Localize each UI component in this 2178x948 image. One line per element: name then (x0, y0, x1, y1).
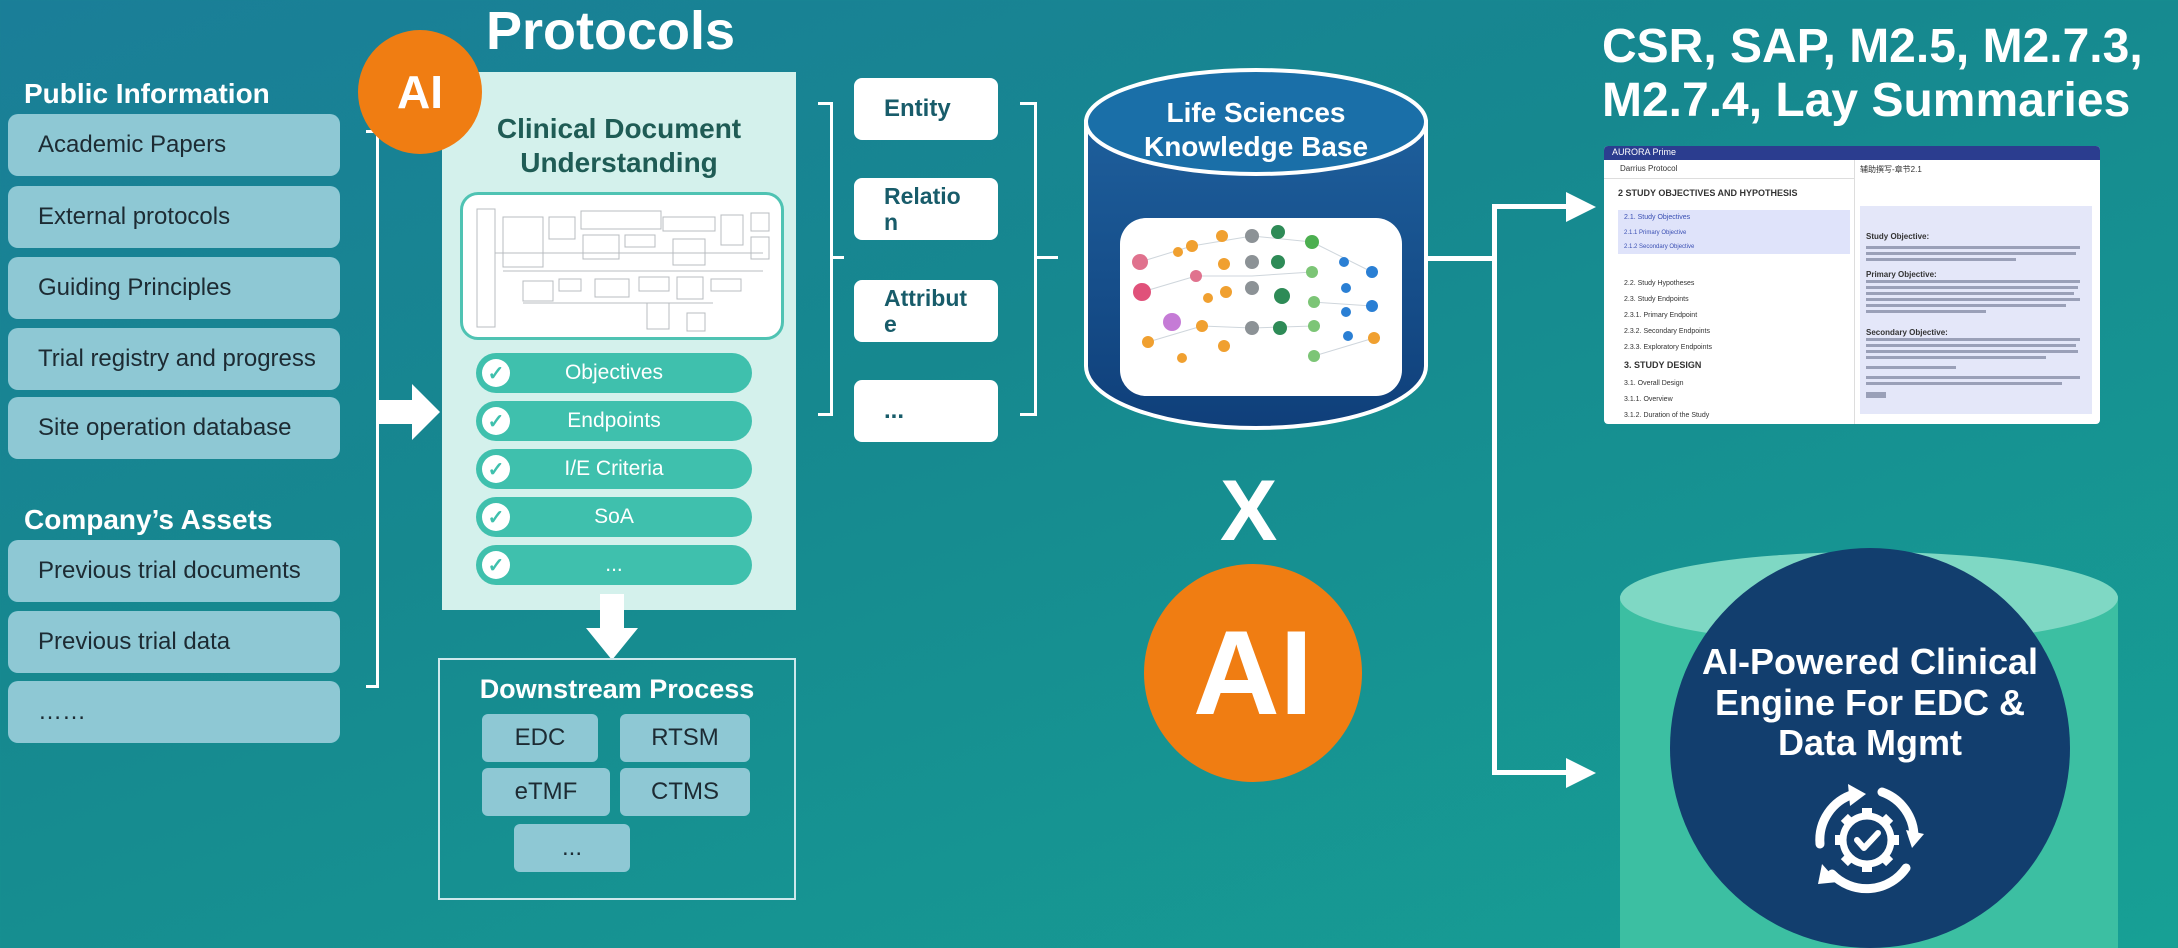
check-icon: ✓ (482, 359, 510, 387)
downstream-item-ctms: CTMS (620, 768, 750, 816)
check-icon: ✓ (482, 455, 510, 483)
engine-title: AI-Powered Clinical Engine For EDC & Dat… (1701, 641, 2039, 764)
connector-line (1428, 256, 1496, 261)
downstream-title: Downstream Process (479, 674, 755, 704)
screenshot-brand: AURORA Prime (1612, 147, 1677, 157)
bracket-tick (830, 256, 844, 259)
check-icon: ✓ (482, 503, 510, 531)
toc-item: 2.2. Study Hypotheses (1624, 280, 1695, 287)
toc-item: 2.1. Study Objectives (1624, 214, 1691, 221)
pill-soa: ✓ SoA (476, 497, 752, 537)
objective-heading: Primary Objective: (1866, 270, 1937, 279)
left-item-guiding-principles: Guiding Principles (8, 257, 340, 319)
cdu-title: Clinical Document Understanding (496, 113, 742, 178)
toc-item: 2.3.3. Exploratory Endpoints (1624, 344, 1712, 351)
screenshot-panel-title: 辅助撰写-章节2.1 (1860, 165, 1922, 174)
downstream-item-etmf: eTMF (482, 768, 610, 816)
pill-label: ... (605, 553, 623, 576)
left-item-site-operation: Site operation database (8, 397, 340, 459)
toc-item: 2.1.1 Primary Objective (1624, 230, 1687, 236)
pill-ie-criteria: ✓ I/E Criteria (476, 449, 752, 489)
left-item-external-protocols: External protocols (8, 186, 340, 248)
connector-bottom (1492, 770, 1576, 775)
downstream-process-box: Downstream Process EDC RTSM eTMF CTMS ..… (438, 658, 796, 900)
toc-heading: 2 STUDY OBJECTIVES AND HYPOTHESIS (1618, 188, 1798, 198)
document-structure-image (476, 208, 770, 332)
cdu-panel: Clinical Document Understanding ✓ Objecti… (442, 72, 796, 610)
left-item-previous-trial-data: Previous trial data (8, 611, 340, 673)
knowledge-base-label: Life Sciences Knowledge Base (1143, 97, 1369, 162)
left-item-more: …… (8, 681, 340, 743)
outputs-title: CSR, SAP, M2.5, M2.7.3, M2.7.4, Lay Summ… (1602, 20, 2143, 127)
toc-item: 3.1.2. Duration of the Study (1624, 412, 1710, 419)
objective-heading: Study Objective: (1866, 232, 1930, 241)
toc-item: 2.3. Study Endpoints (1624, 296, 1689, 303)
bracket-tick (1034, 256, 1058, 259)
toc-item: 3.1.1. Overview (1624, 396, 1673, 403)
left-item-previous-trial-documents: Previous trial documents (8, 540, 340, 602)
attribute-label: Attribute (884, 284, 968, 337)
toc-item: 2.1.2 Secondary Objective (1624, 244, 1695, 250)
objective-heading: Secondary Objective: (1866, 328, 1948, 337)
toc-item: 3. STUDY DESIGN (1624, 360, 1702, 370)
ai-badge: AI (358, 30, 482, 154)
toc-item: 2.3.1. Primary Endpoint (1624, 312, 1698, 319)
knowledge-base-cylinder (1084, 68, 1428, 430)
pill-label: Endpoints (567, 409, 661, 432)
relation-box: Relation (854, 178, 998, 240)
left-item-academic-papers: Academic Papers (8, 114, 340, 176)
more-entities-box: ... (854, 380, 998, 442)
attribute-box: Attribute (854, 280, 998, 342)
arrow-right-icon (1566, 192, 1596, 222)
connector-top (1492, 204, 1576, 209)
entity-box: Entity (854, 78, 998, 140)
public-info-heading: Public Information (24, 78, 270, 109)
downstream-item-edc: EDC (482, 714, 598, 762)
pill-label: SoA (594, 505, 634, 528)
document-thumbnail (460, 192, 784, 340)
screenshot-text-lines (1866, 246, 2080, 398)
times-symbol: X (1220, 463, 1278, 559)
pill-label: I/E Criteria (564, 457, 664, 480)
downstream-item-rtsm: RTSM (620, 714, 750, 762)
entity-left-bracket (818, 102, 833, 416)
pill-label: Objectives (564, 361, 664, 384)
aurora-screenshot: AURORA Prime Darrius Protocol 辅助撰写-章节2.1… (1604, 146, 2100, 424)
gear-cycle-icon (1815, 784, 1924, 894)
arrow-right-icon (376, 384, 440, 440)
check-icon: ✓ (482, 551, 510, 579)
pill-more: ✓... (476, 545, 752, 585)
entity-right-bracket (1020, 102, 1037, 416)
arrow-right-icon (1566, 758, 1596, 788)
downstream-item-more: ... (514, 824, 630, 872)
screenshot-protocol: Darrius Protocol (1620, 164, 1678, 173)
connector-vertical (1492, 206, 1497, 774)
engine-circle (1670, 548, 2070, 948)
check-icon: ✓ (482, 407, 510, 435)
toc-item: 3.1. Overall Design (1624, 380, 1684, 387)
toc-item: 2.3.2. Secondary Endpoints (1624, 328, 1711, 335)
pill-objectives: ✓ Objectives (476, 353, 752, 393)
protocols-title: Protocols (486, 1, 736, 61)
pill-endpoints: ✓ Endpoints (476, 401, 752, 441)
company-assets-heading: Company’s Assets (24, 504, 273, 535)
relation-label: Relation (884, 182, 961, 235)
left-item-trial-registry: Trial registry and progress (8, 328, 340, 390)
arrow-down-icon (586, 594, 638, 660)
ai-large-badge: AI (1144, 564, 1362, 782)
